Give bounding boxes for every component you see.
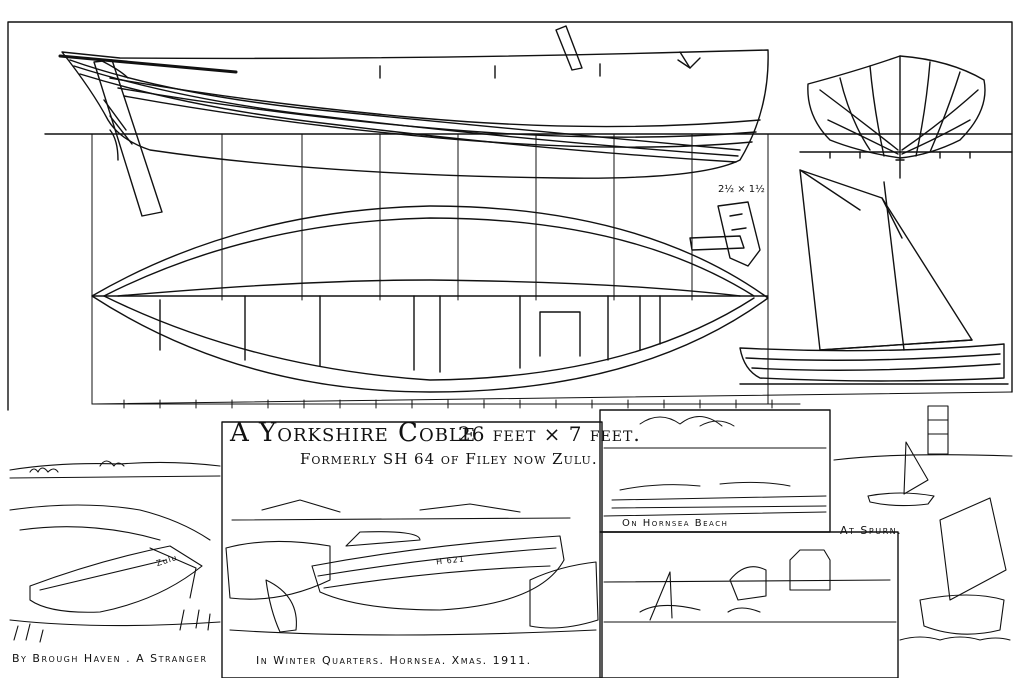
scale-bar [91,391,1013,409]
plate-subtitle: Formerly SH 64 of Filey now Zulu. [300,450,598,468]
sail-plan [739,169,1009,385]
plate-border [7,21,1013,411]
lower-sketch-frame [599,531,899,678]
caption-brough-haven: By Brough Haven . A Stranger [12,652,208,665]
winter-quarters-sketch [225,499,599,636]
caption-winter-quarters: In Winter Quarters. Hornsea. Xmas. 1911. [256,654,532,667]
hornsea-beach-sketch [603,416,827,517]
spurn-sketch [833,405,1013,641]
winter-quarters-frame [221,421,603,678]
body-section [799,55,1013,179]
caption-at-spurn: At Spurn. [840,524,903,537]
harbour-sketch [603,549,897,623]
plan-view [91,205,769,393]
stern-detail [689,201,761,267]
side-elevation [58,25,769,217]
plate-title: A Yorkshire Coble [230,418,477,448]
plate-dimensions: 26 feet × 7 feet. [458,422,641,446]
dimension-note: 2½ × 1½ [718,184,765,195]
caption-hornsea-beach: On Hornsea Beach [622,518,729,529]
brough-haven-sketch [9,460,221,643]
